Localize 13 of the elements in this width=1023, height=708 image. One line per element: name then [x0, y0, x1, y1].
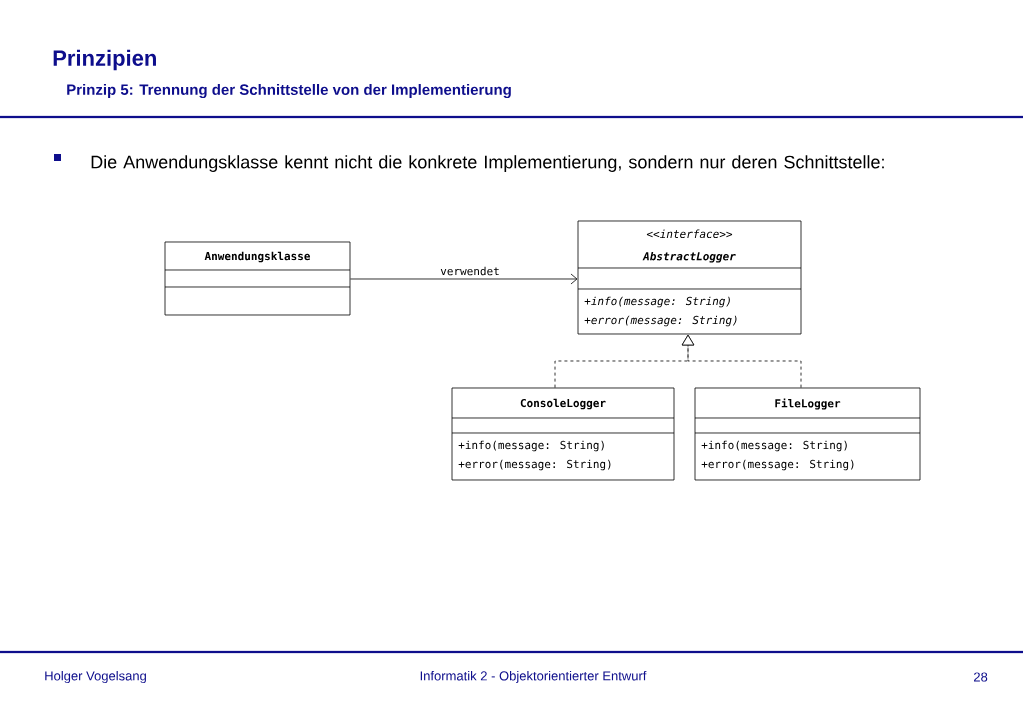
subtitle: Prinzip 5: Trennung der Schnittstelle von der Implementierung [67, 83, 511, 98]
edge-label: verwendet [439, 265, 501, 277]
bullet-text: Die Anwendungsklasse kennt nicht die konkrete Implementierung, sondern nur deren Schnittstelle: [91, 155, 884, 172]
page-number: 28 [974, 672, 988, 682]
realization-arrow [681, 334, 802, 388]
footer-text: Holger Vogelsang [45, 670, 146, 684]
association-arrow [350, 273, 578, 285]
slide-title: Prinzipien [53, 49, 156, 71]
class-box: Anwendungsklasse [164, 241, 351, 316]
class-box: FileLogger +info(message: String) +error(message: String) [694, 387, 921, 481]
class-box: ConsoleLogger +info(message: String) +error(message: String) [451, 387, 675, 481]
class-box: <<interface>> AbstractLogger +info(message: String) +error(message: String) [577, 220, 802, 335]
footer-text: Informatik 2 - Objektorientierter Entwurf [420, 670, 647, 684]
